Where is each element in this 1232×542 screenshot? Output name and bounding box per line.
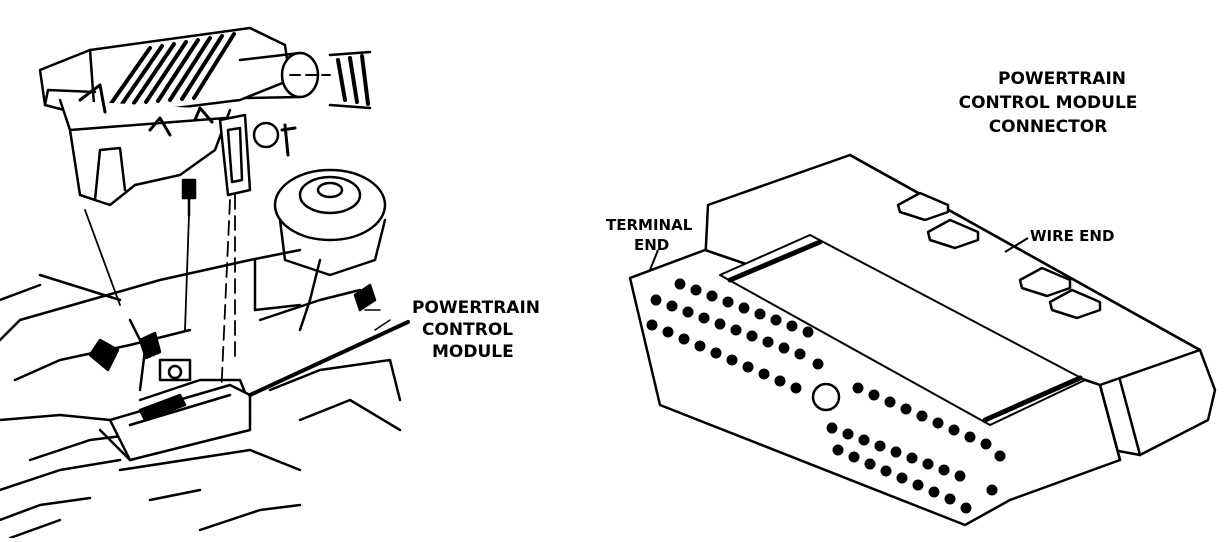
terminal-end-label-line-1: TERMINAL: [606, 216, 693, 234]
connector-center-window: [719, 234, 1086, 426]
fasteners: [181, 121, 297, 217]
module-label-line-2: CONTROL: [422, 320, 513, 340]
air-cleaner-housing: [38, 26, 292, 207]
pin-row-middle-left: [650, 294, 824, 370]
connector-illustration: [628, 153, 1217, 527]
connector-title-line-1: POWERTRAIN: [998, 69, 1126, 89]
pin-row-upper-left: [674, 278, 814, 338]
pin-row-upper-right: [852, 382, 1006, 462]
assembly-leader-lines: [84, 194, 236, 421]
module-label-line-1: POWERTRAIN: [412, 298, 540, 318]
wire-end-leader: [1004, 237, 1029, 253]
strut-tower: [273, 168, 387, 332]
powertrain-control-module-unit: [108, 358, 252, 462]
engine-compartment-illustration: [0, 26, 410, 540]
terminal-end-label-line-2: END: [634, 236, 669, 254]
intake-tube: [238, 50, 372, 110]
connector-title-line-3: CONNECTOR: [989, 117, 1108, 137]
module-label-line-3: MODULE: [432, 342, 514, 362]
connector-center-hole: [811, 382, 841, 412]
pin-row-lower-right: [832, 444, 972, 514]
pin-row-lower-left: [646, 319, 802, 394]
terminal-end-leader: [649, 249, 659, 271]
connector-latches: [896, 191, 1102, 320]
connector-title-line-2: CONTROL MODULE: [959, 93, 1138, 113]
module-leader-line: [248, 320, 410, 397]
mounting-bracket: [218, 113, 252, 197]
terminal-pins: [646, 278, 1006, 514]
wire-end-label: WIRE END: [1030, 227, 1114, 245]
pin-row-middle-right: [826, 422, 998, 496]
